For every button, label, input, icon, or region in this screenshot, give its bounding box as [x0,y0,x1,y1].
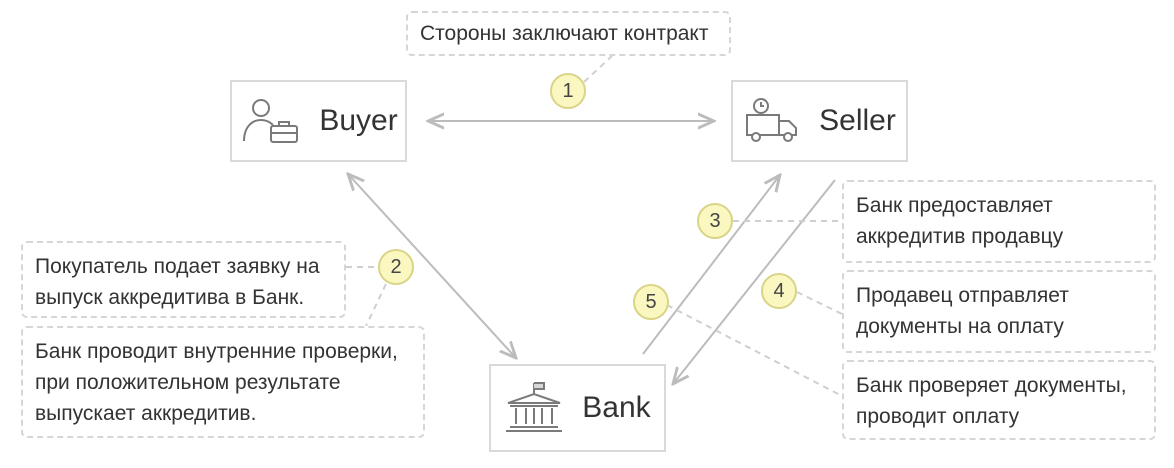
note-line: Банк проводит внутренние проверки, [35,340,398,363]
connector-step2-bottom [365,283,387,327]
note-bank-verifies: Банк проверяет документы, проводит оплат… [842,360,1156,440]
arrow-bank-to-seller [642,175,780,355]
note-bank-checks: Банк проводит внутренние проверки, при п… [21,326,425,438]
step-badge-4: 4 [761,273,797,309]
note-line: проводит оплату [856,405,1020,428]
note-line: Продавец отправляет [856,284,1069,307]
note-line: выпускает аккредитив. [35,402,257,425]
buyer-briefcase-icon [239,97,301,145]
note-contract-text: Стороны заключают контракт [420,22,709,45]
bank-building-icon [504,381,564,435]
note-line: при положительном результате [35,371,341,394]
step-badge-3: 3 [697,203,733,239]
note-seller-sends: Продавец отправляет документы на оплату [842,270,1156,353]
connector-step5 [666,304,843,397]
step-badge-1: 1 [550,73,586,109]
buyer-label: Buyer [319,104,398,137]
note-line: Банк предоставляет [856,194,1053,217]
note-line: аккредитив продавцу [856,225,1064,248]
bank-box: Bank [489,364,666,452]
note-buyer-application: Покупатель подает заявку на выпуск аккре… [21,241,346,318]
delivery-truck-icon [743,97,801,145]
note-line: Банк проверяет документы, [856,374,1127,397]
note-line: документы на оплату [856,315,1064,338]
step-badge-5: 5 [633,284,669,320]
arrow-seller-to-bank [673,179,836,384]
buyer-box: Buyer [230,80,407,162]
step-badge-2: 2 [378,249,414,285]
arrow-buyer-bank [348,174,516,358]
note-line: выпуск аккредитива в Банк. [35,286,305,309]
note-contract: Стороны заключают контракт [406,11,731,56]
note-line: Покупатель подает заявку на [35,255,320,278]
seller-label: Seller [819,104,896,137]
bank-label: Bank [582,391,651,424]
note-bank-provides: Банк предоставляет аккредитив продавцу [842,180,1156,263]
connector-step1 [583,55,613,83]
seller-box: Seller [731,80,908,162]
connector-step4 [796,291,843,315]
